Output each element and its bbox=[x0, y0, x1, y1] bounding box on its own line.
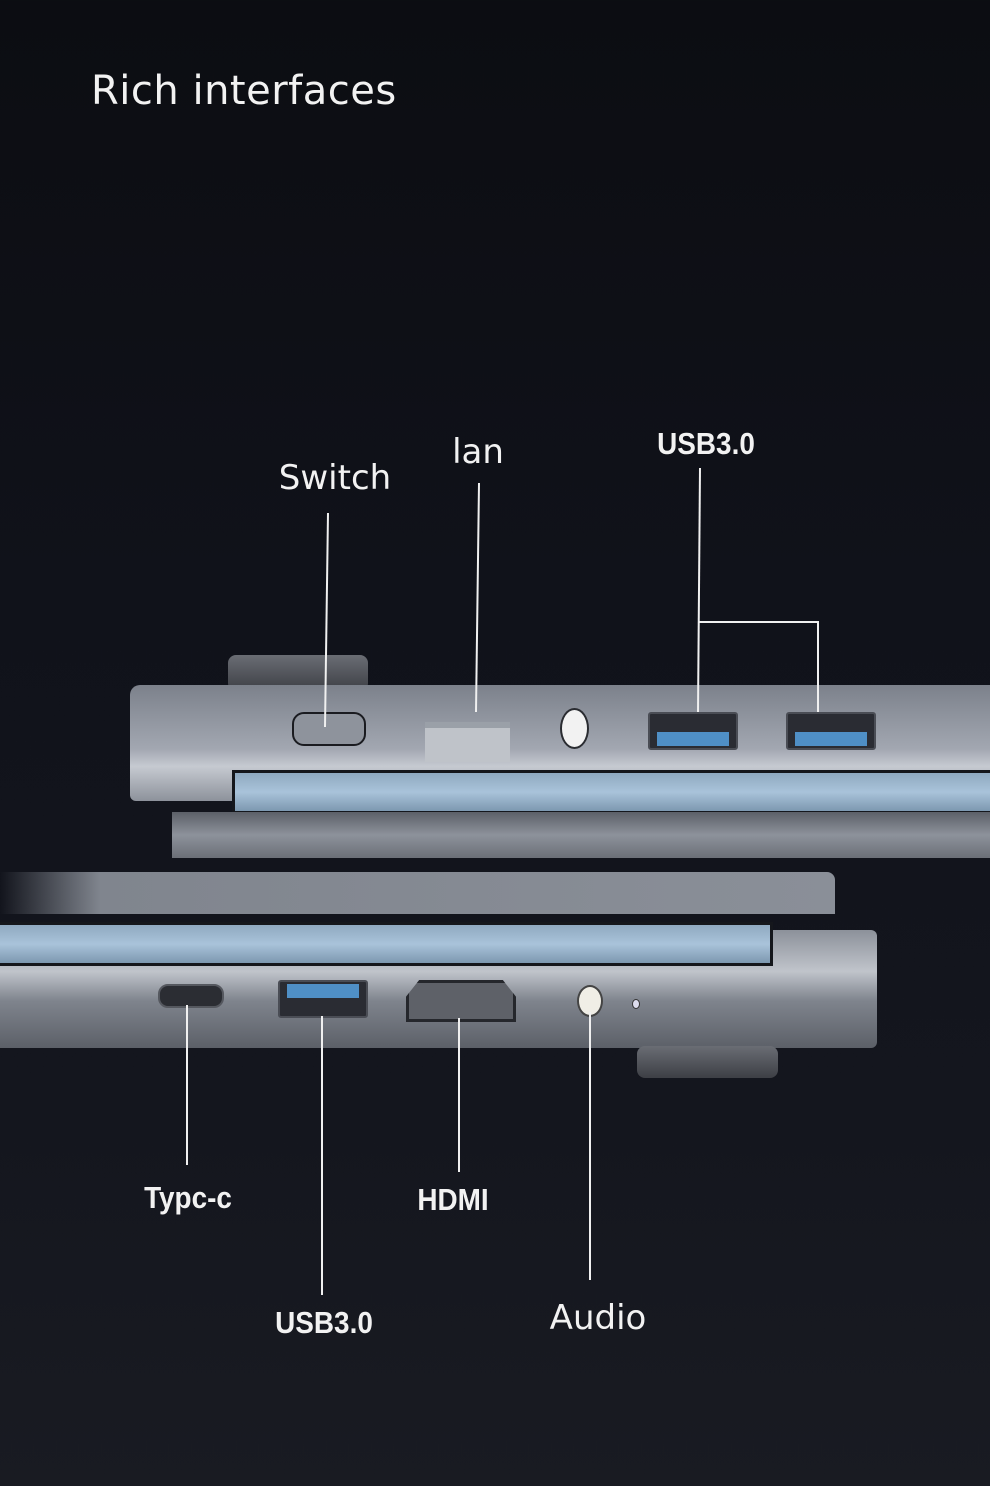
label-lan: lan bbox=[452, 432, 504, 472]
usb-port-top-1 bbox=[648, 712, 738, 750]
lan-leader bbox=[475, 482, 480, 713]
typec-port bbox=[158, 984, 224, 1008]
led-indicator bbox=[632, 999, 640, 1009]
hdmi-port bbox=[406, 980, 516, 1022]
switch-port bbox=[292, 712, 366, 746]
label-switch: Switch bbox=[278, 458, 392, 498]
label-hdmi: HDMI bbox=[417, 1182, 489, 1217]
label-usb-bottom: USB3.0 bbox=[275, 1305, 373, 1340]
laptop-foot-bottom bbox=[637, 1046, 778, 1078]
label-audio: Audio bbox=[549, 1298, 647, 1338]
power-button bbox=[560, 708, 589, 749]
laptop-screen-edge-bottom bbox=[0, 922, 773, 966]
label-usb-top: USB3.0 bbox=[657, 426, 755, 461]
switch-leader bbox=[324, 512, 329, 728]
label-typec: Typc-c bbox=[144, 1180, 232, 1215]
page-title: Rich interfaces bbox=[91, 68, 397, 114]
laptop-lid-top bbox=[172, 812, 990, 858]
usb-top-leader bbox=[697, 467, 701, 713]
usb-top-branch bbox=[699, 621, 819, 712]
laptop-lid-bottom bbox=[0, 872, 835, 914]
usb-port-top-2 bbox=[786, 712, 876, 750]
audio-jack bbox=[577, 985, 603, 1017]
lan-port bbox=[425, 722, 510, 762]
